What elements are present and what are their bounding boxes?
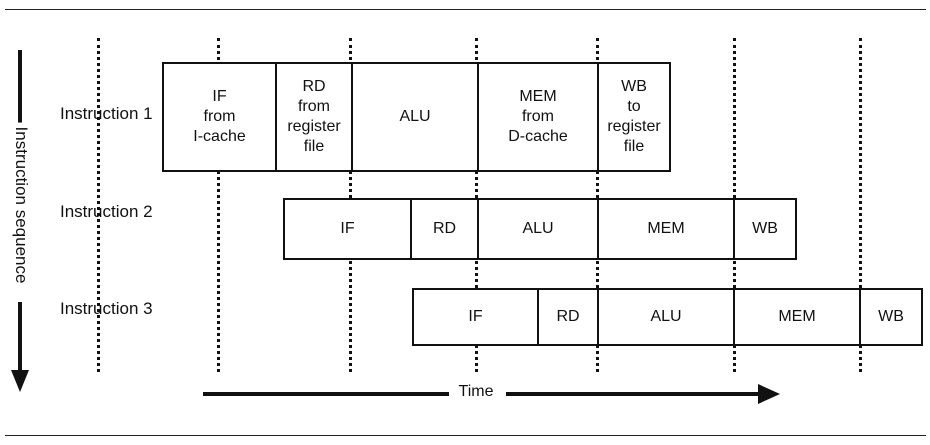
instruction-1-stage-wb: WB to register file	[597, 62, 671, 172]
instruction-3-stage-alu: ALU	[597, 288, 735, 346]
clock-boundary-line	[97, 38, 100, 372]
clock-boundary-line	[217, 38, 220, 372]
instruction-2-label: Instruction 2	[60, 202, 153, 221]
clock-boundary-line	[859, 38, 862, 372]
sequence-arrow-head	[11, 370, 29, 392]
instruction-2-stage-rd: RD	[410, 198, 479, 260]
instruction-3-stage-rd: RD	[537, 288, 599, 346]
instruction-1-stage-if: IF from I-cache	[162, 62, 277, 172]
instruction-1-stage-rd: RD from register file	[275, 62, 353, 172]
instruction-3-stage-wb: WB	[859, 288, 923, 346]
instruction-1-stage-alu: ALU	[351, 62, 479, 172]
instruction-1-label: Instruction 1	[60, 104, 153, 123]
time-label: Time	[458, 383, 494, 400]
instruction-2-stage-if: IF	[283, 198, 412, 260]
sequence-arrow-shaft-top	[18, 50, 22, 128]
instruction-2-stage-alu: ALU	[477, 198, 599, 260]
sequence-arrow-shaft-bottom	[18, 302, 22, 372]
time-arrow-shaft-right	[506, 392, 760, 396]
instruction-sequence-label: Instruction sequence	[11, 122, 31, 288]
bottom-rule	[5, 435, 926, 436]
instruction-3-stage-mem: MEM	[733, 288, 861, 346]
time-arrow-shaft-left	[203, 392, 449, 396]
time-arrow-head	[758, 384, 780, 404]
top-rule	[5, 9, 926, 10]
instruction-1-stage-mem: MEM from D-cache	[477, 62, 599, 172]
instruction-3-label: Instruction 3	[60, 299, 153, 318]
instruction-2-stage-mem: MEM	[597, 198, 735, 260]
instruction-2-stage-wb: WB	[733, 198, 797, 260]
instruction-3-stage-if: IF	[412, 288, 539, 346]
